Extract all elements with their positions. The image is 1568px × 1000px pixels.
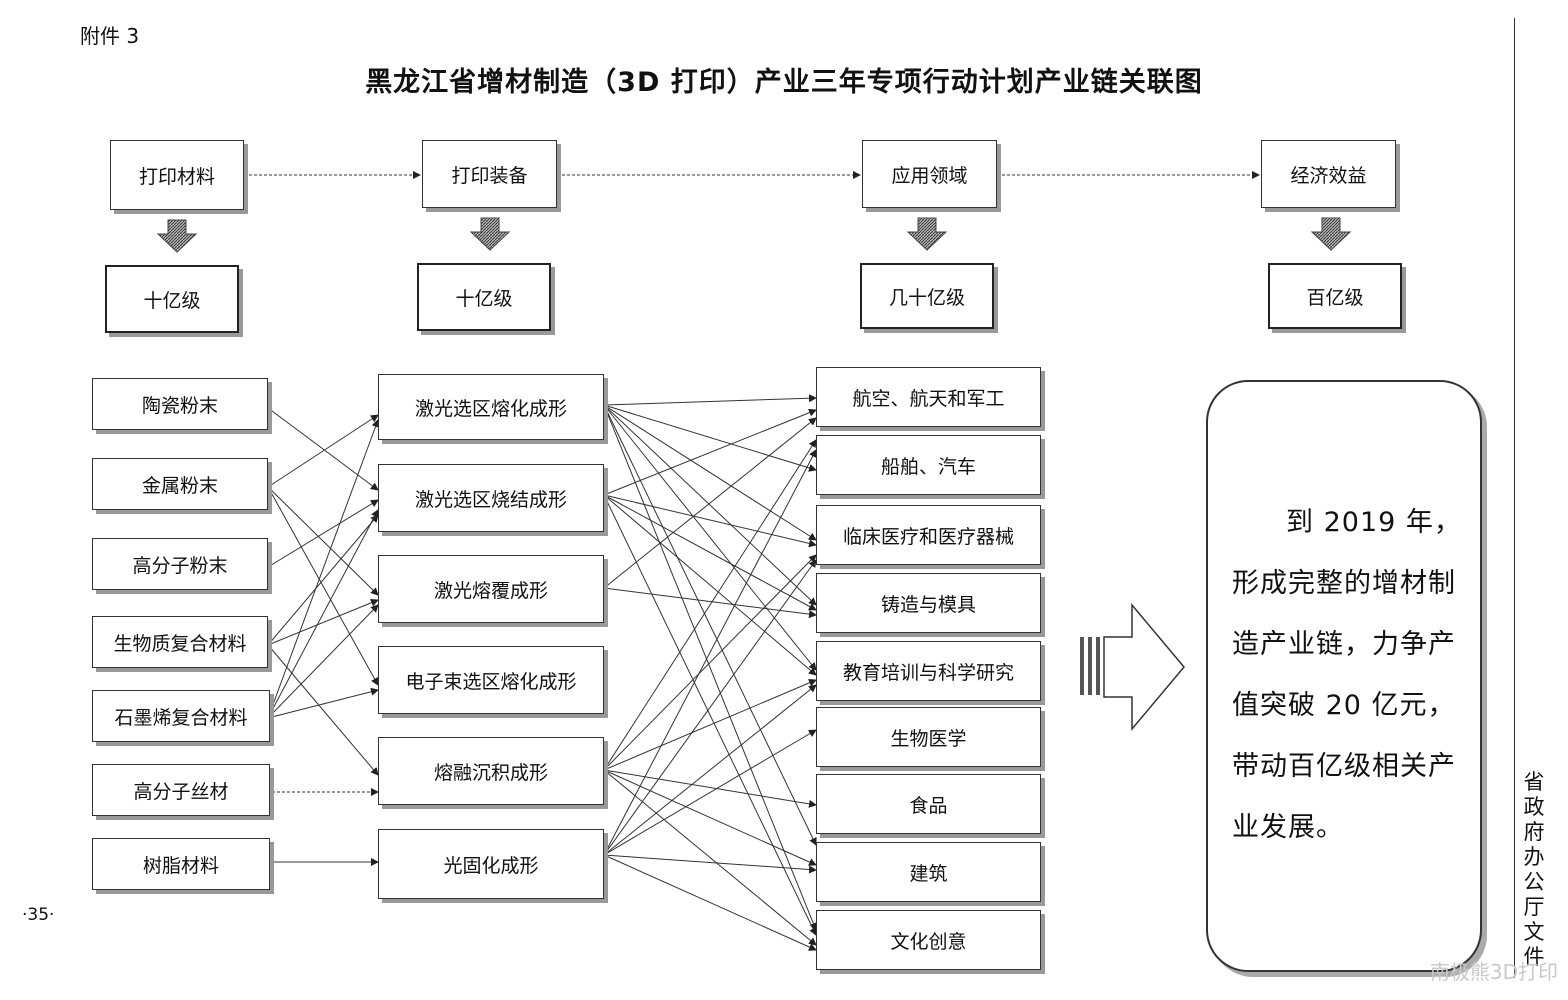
application-medical: 临床医疗和医疗器械	[816, 505, 1041, 565]
process-sls: 激光选区烧结成形	[378, 464, 604, 532]
page-title: 黑龙江省增材制造（3D 打印）产业三年专项行动计划产业链关联图	[365, 67, 1203, 98]
process-application-links	[603, 394, 818, 951]
process-ebm: 电子束选区熔化成形	[378, 646, 604, 714]
scale-box-materials: 十亿级	[105, 265, 239, 333]
material-polymer-powder: 高分子粉末	[92, 538, 268, 590]
summary-box: 到 2019 年，形成完整的增材制造产业链，力争产值突破 20 亿元，带动百亿级…	[1206, 380, 1482, 972]
stage-box-benefit: 经济效益	[1261, 140, 1396, 208]
application-biomedicine: 生物医学	[816, 707, 1041, 767]
material-polymer-filament: 高分子丝材	[92, 764, 270, 816]
process-sla: 光固化成形	[378, 829, 604, 899]
application-education: 教育培训与科学研究	[816, 641, 1041, 701]
application-food: 食品	[816, 774, 1041, 834]
stage-box-materials: 打印材料	[110, 140, 244, 210]
material-ceramic-powder: 陶瓷粉末	[92, 378, 268, 430]
side-label: 省政府办公厅文件	[1523, 770, 1545, 969]
material-biomass-composite: 生物质复合材料	[92, 616, 268, 668]
stage-down-arrows	[156, 217, 1352, 253]
process-fdm: 熔融沉积成形	[378, 737, 604, 805]
stage-box-equipment: 打印装备	[422, 140, 557, 208]
application-construction: 建筑	[816, 842, 1041, 902]
application-casting-mold: 铸造与模具	[816, 573, 1041, 633]
application-aerospace: 航空、航天和军工	[816, 367, 1041, 427]
application-cultural-creative: 文化创意	[816, 910, 1041, 970]
material-resin: 树脂材料	[92, 838, 270, 890]
watermark: 南极熊3D打印	[1429, 960, 1558, 984]
summary-text: 到 2019 年，形成完整的增材制造产业链，力争产值突破 20 亿元，带动百亿级…	[1232, 507, 1462, 843]
scale-box-benefit: 百亿级	[1268, 263, 1402, 329]
material-metal-powder: 金属粉末	[92, 458, 268, 510]
scale-box-equipment: 十亿级	[417, 263, 551, 331]
process-slm: 激光选区熔化成形	[378, 374, 604, 440]
material-process-links	[267, 407, 380, 866]
attachment-label: 附件 3	[80, 24, 140, 48]
process-laser-cladding: 激光熔覆成形	[378, 555, 604, 623]
application-ship-auto: 船舶、汽车	[816, 435, 1041, 495]
result-arrow	[1080, 602, 1185, 732]
material-graphene-composite: 石墨烯复合材料	[92, 690, 270, 742]
scale-box-applications: 几十亿级	[860, 263, 994, 329]
page-number: ·35·	[22, 905, 55, 925]
page-edge-line	[1514, 18, 1515, 978]
stage-box-applications: 应用领域	[862, 140, 997, 208]
